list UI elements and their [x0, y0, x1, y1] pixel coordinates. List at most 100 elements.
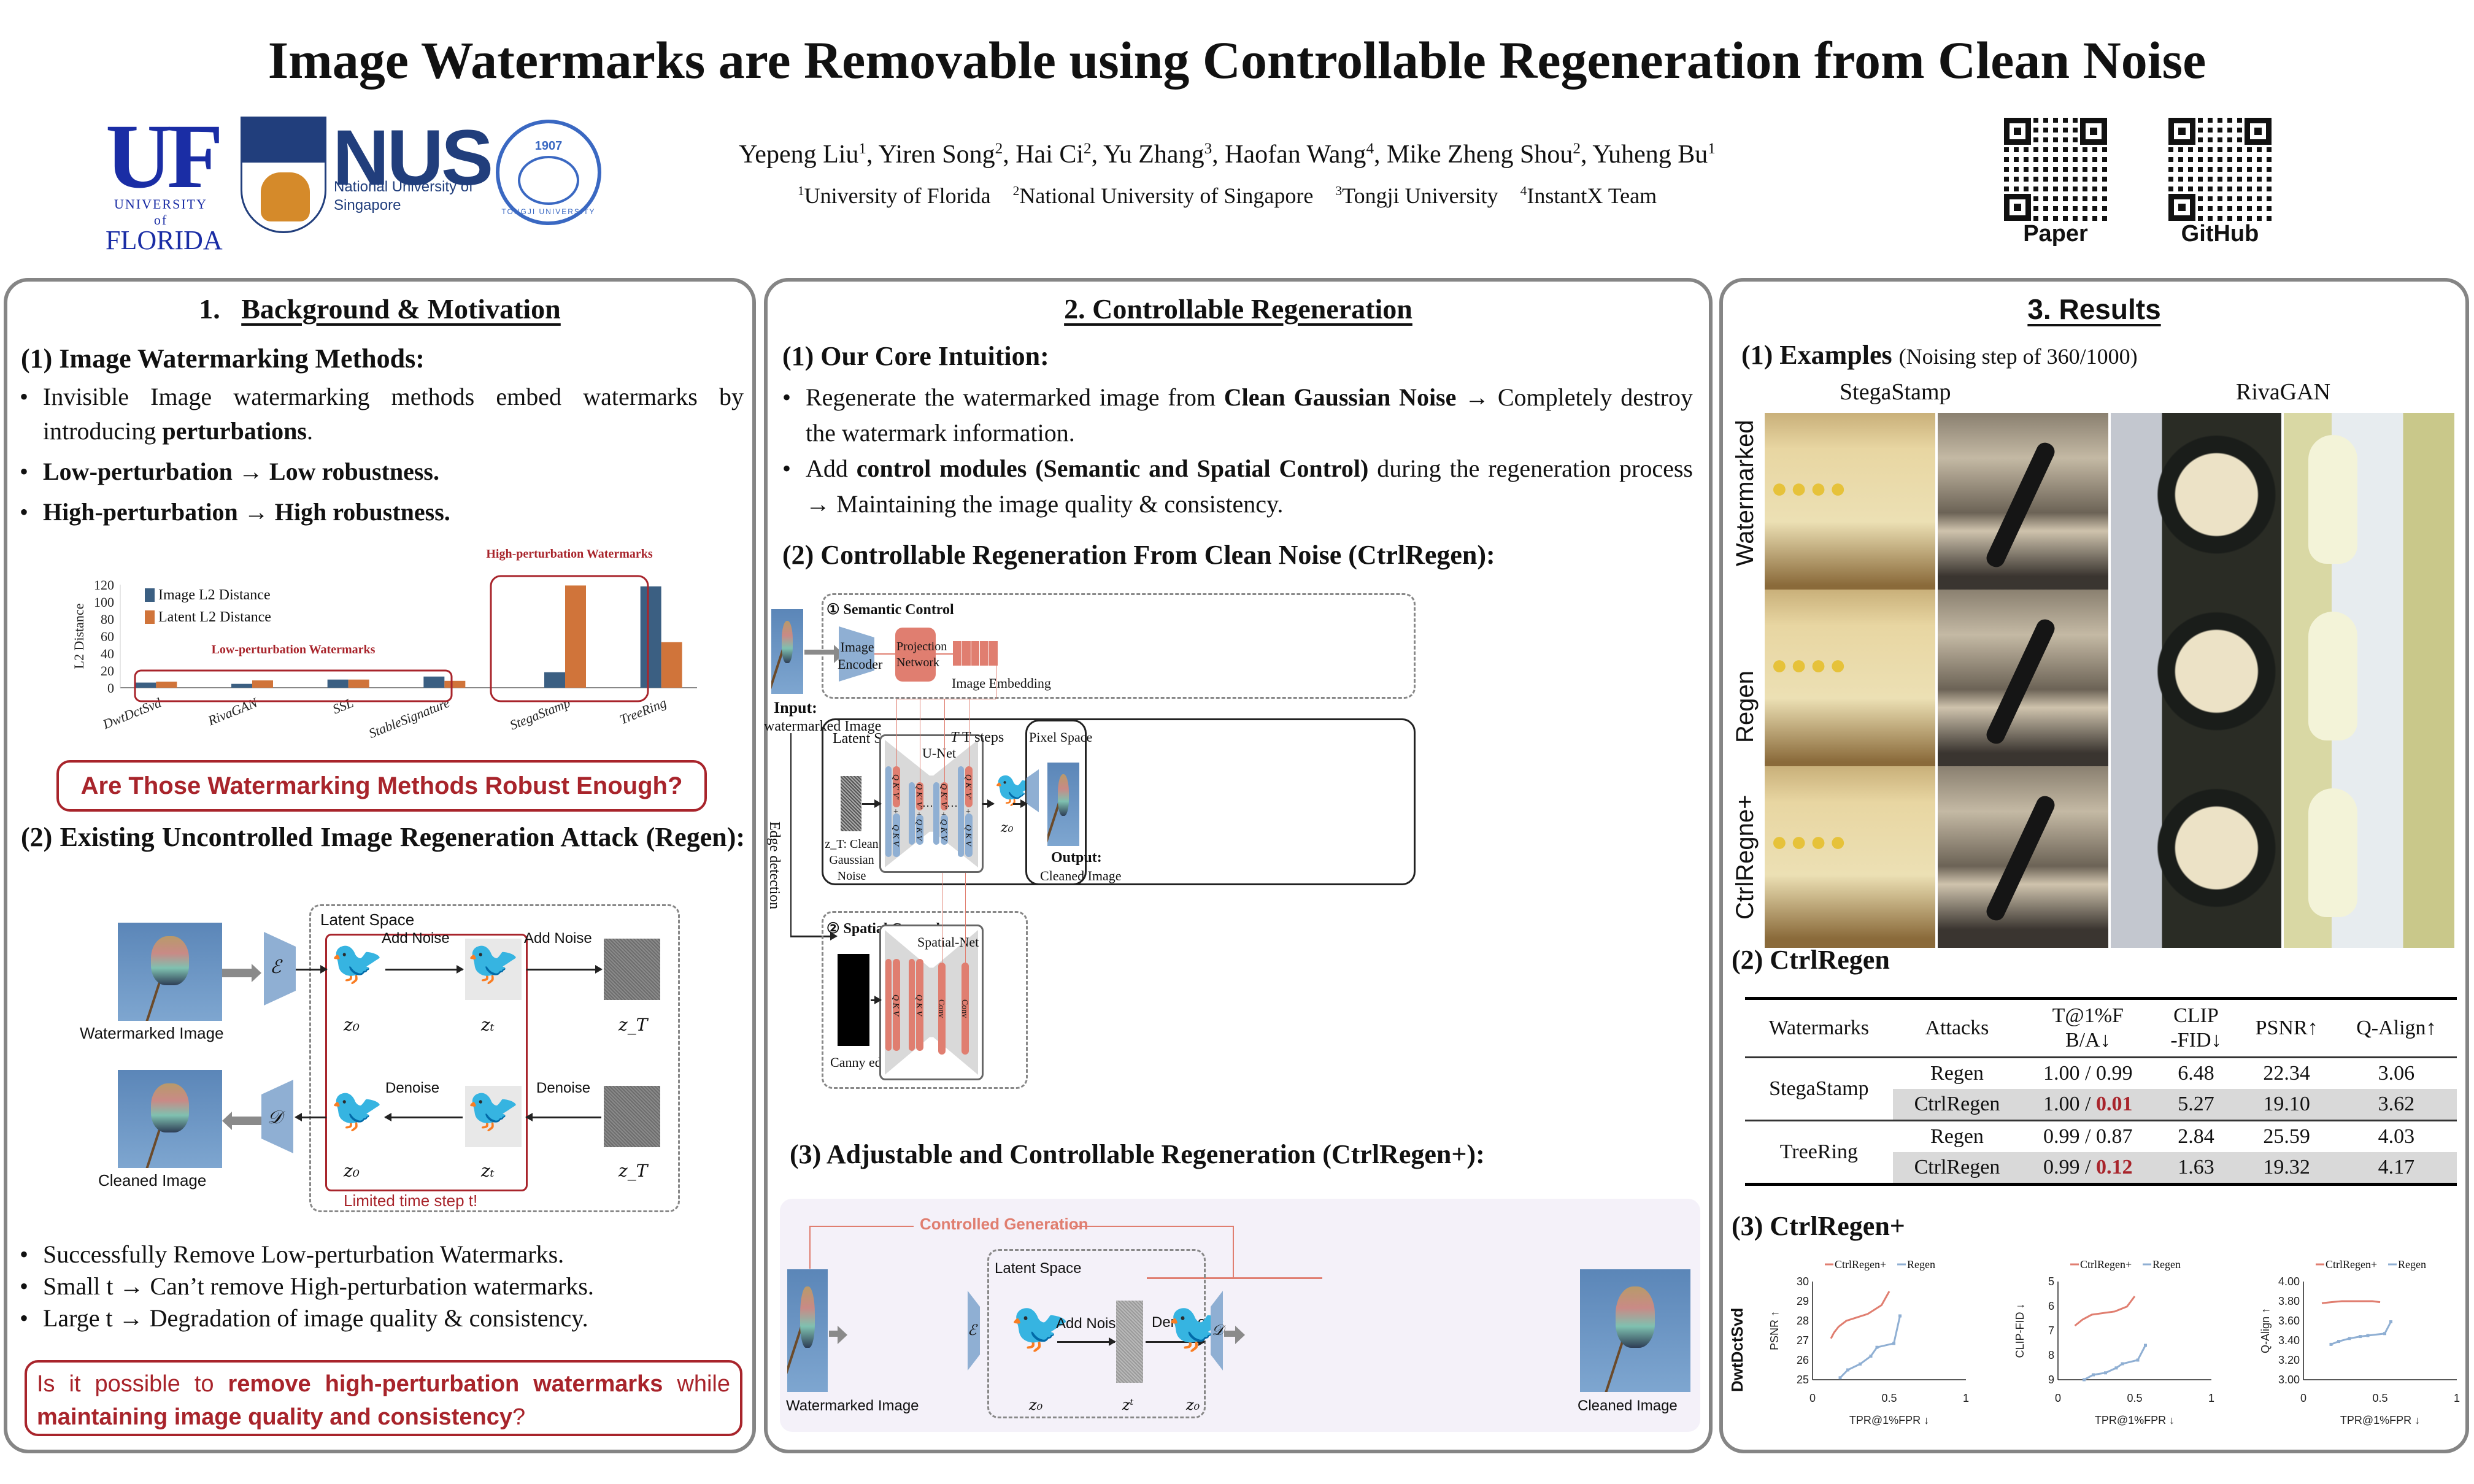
arrow-icon — [982, 799, 995, 808]
data-point — [2114, 1366, 2118, 1370]
latent-space-box — [822, 718, 1416, 885]
noise-image — [604, 939, 660, 1000]
silhouette-figure — [1983, 616, 2058, 747]
y-tick-label: 3.00 — [2278, 1374, 2300, 1386]
duck-icon: ●●●● — [1771, 472, 1849, 504]
example-row-label: CtrlRegne+ — [1732, 794, 1759, 920]
subheading-ctrlregen: (2) CtrlRegen — [1732, 945, 1890, 975]
y-tick-label: 0 — [107, 680, 114, 696]
table-header: Watermarks — [1745, 997, 1893, 1058]
github-qr-code[interactable] — [2166, 115, 2274, 223]
y-axis-label: PSNR ↑ — [1768, 1311, 1781, 1350]
attention-qkv-prime: Q K' V' — [939, 782, 948, 810]
cat-shape — [2308, 612, 2357, 740]
paper-qr-code[interactable] — [2002, 115, 2110, 223]
regen-bullets: Successfully Remove Low-perturbation Wat… — [16, 1239, 744, 1334]
y-tick-label: 8 — [2048, 1349, 2054, 1361]
ellipsis: … — [922, 797, 933, 809]
data-point — [2348, 1337, 2351, 1340]
tpr-cell: 0.99 / 0.12 — [2021, 1152, 2155, 1186]
y-tick-label: 3.40 — [2278, 1334, 2300, 1347]
bird-latent-icon: 🐦 — [330, 937, 384, 988]
author-list: Yepeng Liu1, Yiren Song2, Hai Ci2, Yu Zh… — [739, 140, 1716, 169]
unet-block-column — [958, 766, 964, 857]
semantic-connection — [944, 699, 945, 782]
attention-qkv: Q K V — [939, 815, 948, 845]
low-perturbation-label: Low-perturbation Watermarks — [212, 643, 376, 656]
subheading-ctrlregen: (2) Controllable Regeneration From Clean… — [782, 540, 1495, 570]
latent-space-box — [309, 904, 680, 1212]
tongji-logo: 1907 TONGJI UNIVERSITY — [496, 120, 601, 225]
bar — [544, 672, 565, 688]
affiliation-list: 1University of Florida 2National Univers… — [614, 183, 1841, 209]
bird-noisy-icon: 🐦 — [466, 937, 520, 988]
legend-label: Image L2 Distance — [158, 587, 271, 603]
limited-step-box — [325, 934, 528, 1191]
attention-qkv-prime: Q K' V' — [914, 782, 923, 810]
data-point — [2359, 1335, 2362, 1339]
table-header: CLIP-FID↓ — [2154, 997, 2238, 1058]
y-tick-label: 40 — [101, 646, 114, 661]
bar — [348, 679, 369, 688]
intuition-bullets: Regenerate the watermarked image from Cl… — [779, 380, 1693, 522]
table-header: PSNR↑ — [2237, 997, 2336, 1058]
author-name: Hai Ci2 — [1015, 140, 1092, 169]
legend-swatch — [145, 588, 155, 602]
panel-background-motivation: 1. Background & Motivation (1) Image Wat… — [4, 278, 756, 1453]
bar — [423, 676, 445, 688]
arrow-icon — [862, 799, 882, 808]
data-point — [2337, 1340, 2340, 1344]
author-name: Yepeng Liu1 — [739, 140, 866, 169]
watermark-cell: StegaStamp — [1745, 1057, 1893, 1121]
poster-title: Image Watermarks are Removable using Con… — [268, 31, 2206, 90]
legend-label: Latent L2 Distance — [158, 609, 271, 625]
data-point — [1838, 1376, 1842, 1380]
bar — [565, 585, 586, 688]
x-tick-label: 0.5 — [1881, 1392, 1897, 1404]
y-tick-label: 30 — [1797, 1275, 1809, 1288]
y-tick-label: 29 — [1797, 1295, 1809, 1307]
attention-qkv: Q K V — [914, 815, 923, 845]
author-name: Yiren Song2 — [878, 140, 1003, 169]
y-tick-label: 60 — [101, 629, 114, 644]
spatial-control-box — [822, 911, 1028, 1089]
data-point — [1892, 1342, 1895, 1345]
y-tick-label: 80 — [101, 612, 114, 627]
y-tick-label: 20 — [101, 663, 114, 679]
y-tick-label: 28 — [1797, 1315, 1809, 1327]
unet-block-column — [933, 782, 939, 845]
legend-label: CtrlRegen+ — [2326, 1258, 2377, 1271]
x-axis-label: TPR@1%FPR ↓ — [1849, 1414, 1929, 1426]
ellipsis: … — [947, 797, 958, 809]
y-tick-label: 100 — [94, 594, 114, 610]
legend-label: CtrlRegen+ — [1835, 1258, 1886, 1271]
legend-label: Regen — [2398, 1258, 2426, 1271]
data-point — [2389, 1320, 2392, 1324]
plus-sign: + — [893, 807, 898, 817]
example-image-cat — [2284, 413, 2454, 594]
data-point — [2104, 1371, 2107, 1375]
affiliation: 3Tongji University — [1335, 183, 1498, 208]
row-label-dwtdctsvd: DwtDctSvd — [1728, 1307, 1746, 1392]
x-tick-label: DwtDctSvd — [100, 694, 164, 732]
y-axis-label: L2 Distance — [71, 604, 87, 669]
bullet-item: Small t → Can’t remove High-perturbation… — [16, 1271, 744, 1302]
data-point — [2144, 1344, 2147, 1347]
decoder-block — [1027, 769, 1039, 812]
cat-shape — [2308, 435, 2357, 564]
bullet-item: Large t → Degradation of image quality &… — [16, 1302, 744, 1334]
x-axis-label: TPR@1%FPR ↓ — [2340, 1414, 2420, 1426]
subheading-examples: (1) Examples (Noising step of 360/1000) — [1741, 340, 2138, 370]
data-point — [1846, 1368, 1849, 1372]
data-point — [1898, 1314, 1902, 1318]
high-perturbation-box — [490, 575, 649, 702]
bullet-item: Invisible Image watermarking methods emb… — [16, 380, 744, 448]
y-tick-label: 27 — [1797, 1334, 1809, 1347]
tpr-cell: 0.99 / 0.87 — [2043, 1125, 2133, 1148]
table-header: Attacks — [1892, 997, 2022, 1058]
